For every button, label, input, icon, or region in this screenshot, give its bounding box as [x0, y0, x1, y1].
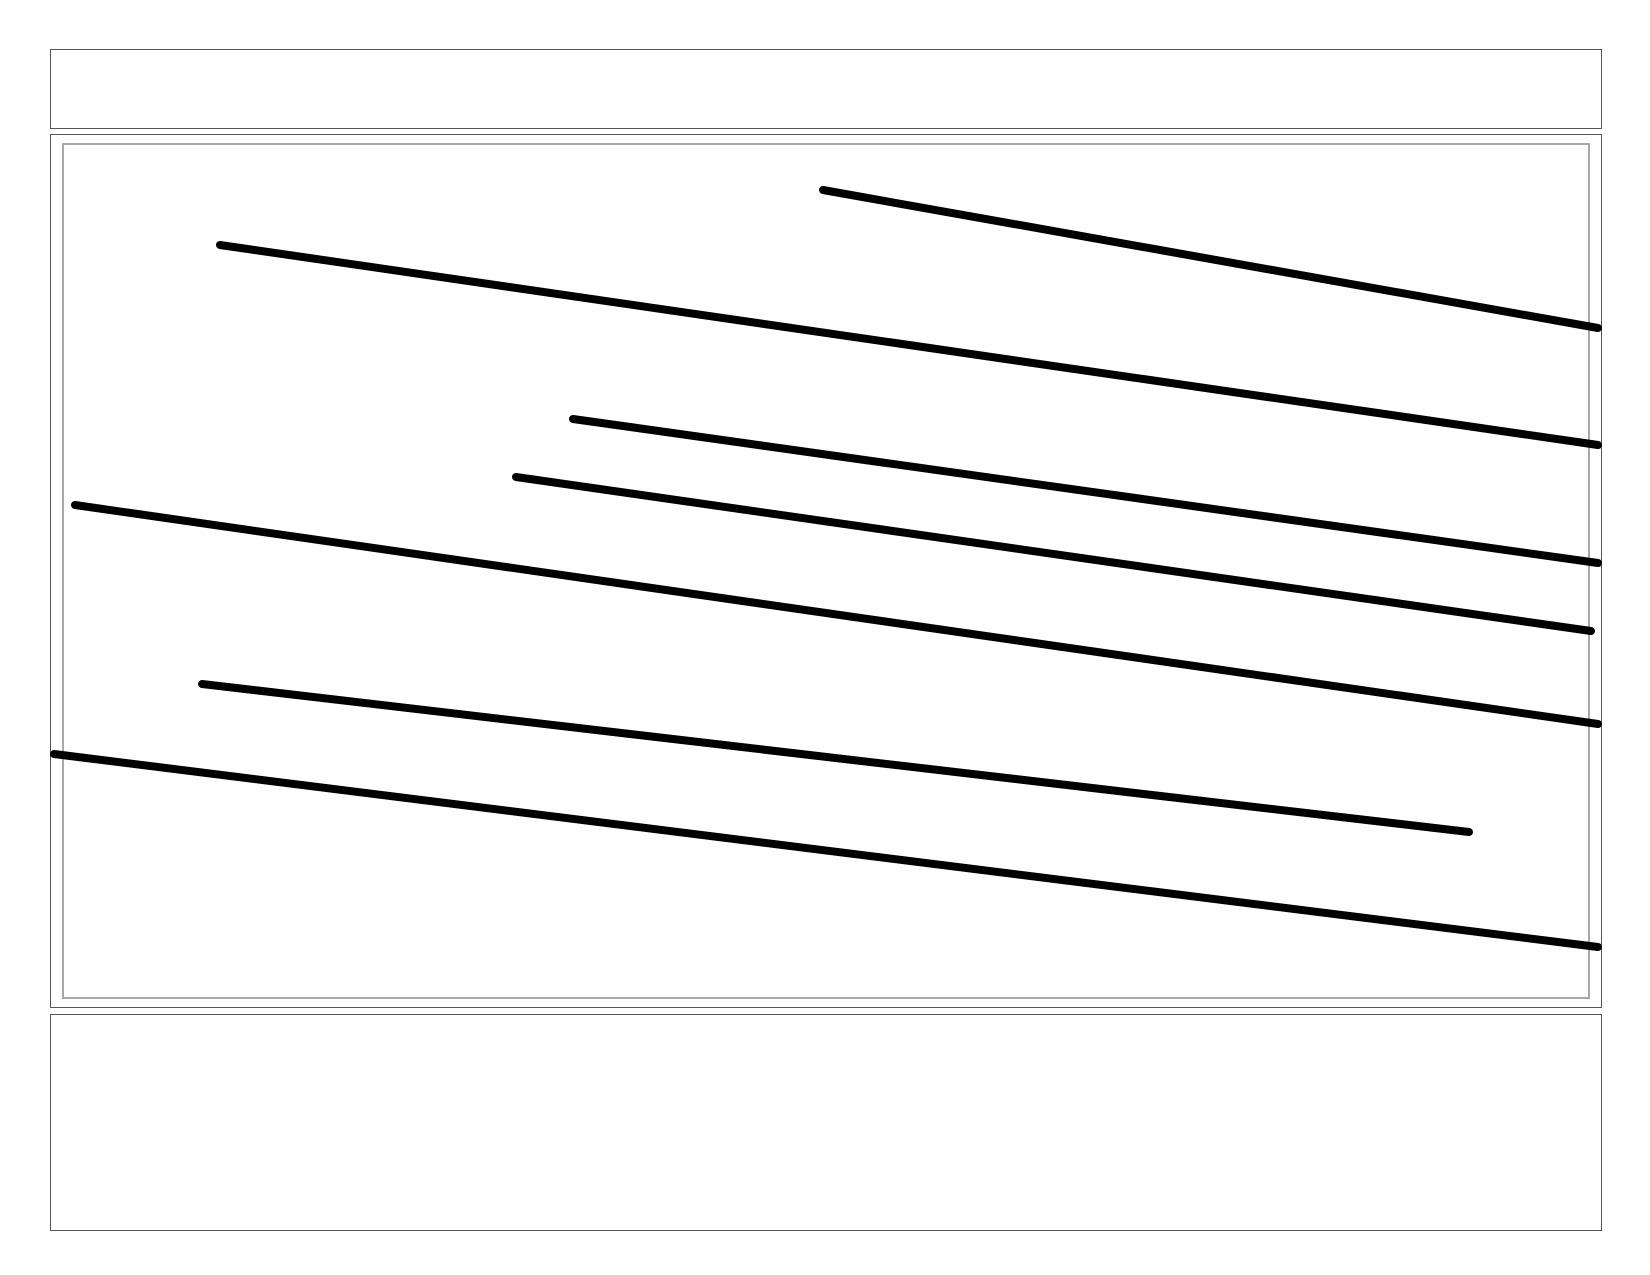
- drawing-canvas-frame: [62, 143, 1590, 999]
- stroke-line-1: [819, 186, 1602, 332]
- header-panel: [50, 49, 1602, 129]
- stroke-line-3: [569, 415, 1602, 567]
- stroke-line-4: [512, 473, 1595, 635]
- stroke-line-5: [71, 501, 1602, 728]
- stroke-line-6: [198, 680, 1473, 836]
- stroke-line-7: [50, 750, 1602, 951]
- stroke-line-2: [216, 241, 1602, 449]
- footer-panel: [50, 1014, 1602, 1231]
